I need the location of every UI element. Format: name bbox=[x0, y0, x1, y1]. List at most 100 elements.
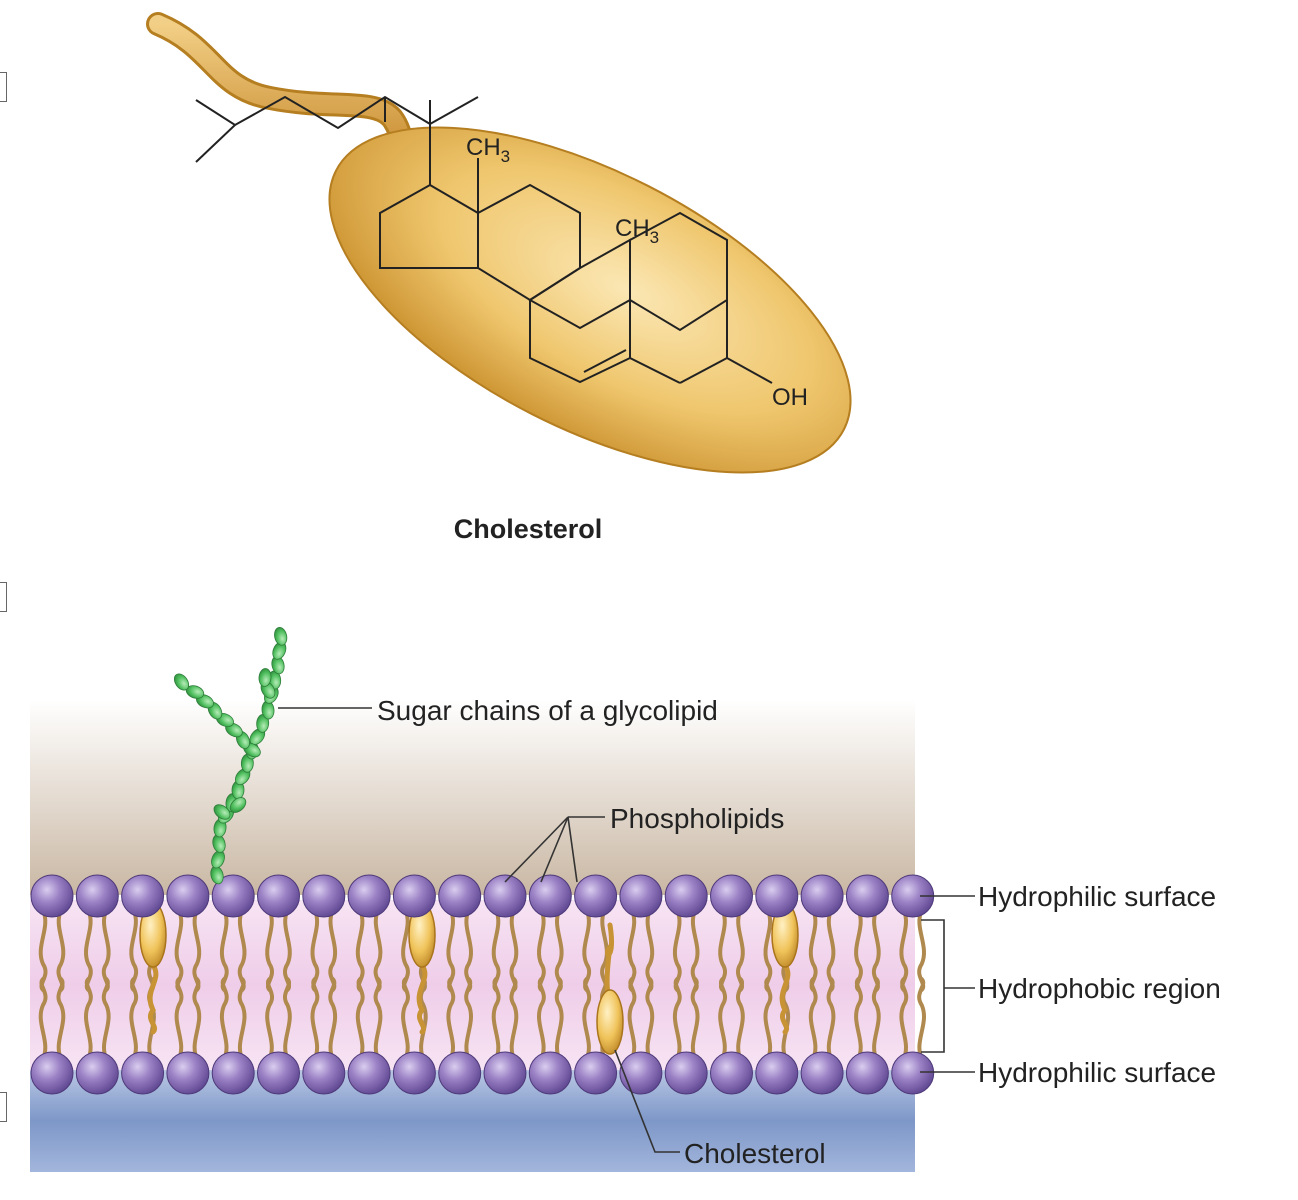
phospholipid-tail bbox=[899, 977, 909, 1061]
phospholipid-head bbox=[664, 874, 708, 918]
phospholipid-tail bbox=[310, 977, 320, 1061]
phospholipid-head bbox=[800, 1051, 844, 1095]
phospholipid-head bbox=[211, 1051, 255, 1095]
phospholipid-head bbox=[302, 874, 346, 918]
phospholipid-head bbox=[574, 1051, 618, 1095]
phospholipid-head bbox=[891, 1051, 935, 1095]
phospholipid-head bbox=[755, 1051, 799, 1095]
cholesterol-molecule: CH3 CH3 OH bbox=[146, 12, 852, 474]
phospholipid-tail bbox=[582, 977, 592, 1061]
phospholipid-tail bbox=[627, 977, 637, 1061]
methyl-group-middle: CH3 bbox=[615, 215, 659, 247]
phospholipid-head bbox=[347, 1051, 391, 1095]
hydroxyl-group: OH bbox=[772, 384, 808, 411]
sugar-residue bbox=[213, 804, 231, 820]
phospholipid-head bbox=[574, 874, 618, 918]
phospholipid-tail bbox=[56, 977, 66, 1061]
label-hydrophilic-surface-top: Hydrophilic surface bbox=[978, 881, 1216, 912]
label-hydrophobic-region: Hydrophobic region bbox=[978, 973, 1221, 1004]
phospholipid-tail bbox=[401, 977, 410, 1061]
phospholipid-tail bbox=[84, 977, 93, 1061]
label-sugar-chains: Sugar chains of a glycolipid bbox=[377, 695, 718, 726]
phospholipid-tail bbox=[446, 977, 456, 1061]
phospholipid-head bbox=[755, 874, 799, 918]
phospholipid-tail bbox=[645, 977, 655, 1061]
phospholipid-tail bbox=[735, 977, 745, 1061]
phospholipid-head bbox=[483, 1051, 527, 1095]
phospholipid-head bbox=[166, 1051, 210, 1095]
phospholipid-tail bbox=[328, 977, 338, 1061]
phospholipid-tail bbox=[373, 977, 383, 1061]
phospholipid-head bbox=[710, 1051, 753, 1095]
phospholipid-tail bbox=[38, 977, 48, 1061]
phospholipid-head bbox=[438, 1051, 482, 1095]
phospholipid-tail bbox=[537, 977, 546, 1061]
membrane-labels bbox=[278, 707, 975, 1153]
phospholipid-head bbox=[75, 1051, 119, 1095]
sugar-residue bbox=[229, 797, 247, 813]
phospholipid-tail bbox=[917, 977, 926, 1061]
phospholipid-head bbox=[121, 1051, 165, 1095]
phospholipid-head bbox=[528, 1051, 572, 1095]
phospholipid-tail bbox=[219, 977, 229, 1061]
phospholipid-tail bbox=[808, 977, 818, 1061]
membrane-diagram bbox=[30, 627, 935, 1172]
skeletal-formula bbox=[195, 95, 773, 384]
phospholipid-head bbox=[392, 1051, 436, 1095]
phospholipid-tail bbox=[174, 977, 184, 1061]
phospholipid-head bbox=[347, 874, 391, 918]
phospholipid-tail bbox=[672, 977, 682, 1061]
label-phospholipids: Phospholipids bbox=[610, 803, 784, 834]
phospholipid-tail bbox=[464, 977, 473, 1061]
membrane-cholesterol bbox=[596, 989, 624, 1055]
phospholipid-head bbox=[800, 874, 844, 918]
phospholipid-tail bbox=[763, 977, 773, 1061]
phospholipid-head bbox=[845, 1051, 889, 1095]
phospholipid-head bbox=[845, 874, 889, 918]
phospholipid-tail bbox=[718, 977, 728, 1061]
phospholipid-tail bbox=[129, 977, 139, 1061]
phospholipid-tail bbox=[192, 977, 202, 1061]
phospholipid-head bbox=[710, 874, 753, 918]
extracellular-background bbox=[30, 700, 915, 895]
phospholipid-head bbox=[528, 874, 572, 918]
phospholipid-tail bbox=[509, 977, 519, 1061]
phospholipid-tail bbox=[265, 977, 275, 1061]
cholesterol-tail bbox=[147, 962, 159, 1035]
sugar-residue bbox=[274, 627, 288, 646]
label-hydrophilic-surface-bottom: Hydrophilic surface bbox=[978, 1057, 1216, 1088]
phospholipid-head bbox=[664, 1051, 708, 1095]
phospholipid-head bbox=[166, 874, 210, 918]
phospholipid-tail bbox=[355, 977, 365, 1061]
phospholipid-head bbox=[257, 874, 300, 918]
edge-tab-bottom bbox=[0, 1092, 7, 1122]
edge-tab-middle bbox=[0, 582, 7, 612]
label-cholesterol-in-membrane: Cholesterol bbox=[684, 1138, 826, 1169]
phospholipid-head bbox=[121, 874, 165, 918]
phospholipid-tail bbox=[237, 977, 247, 1061]
phospholipid-head bbox=[75, 874, 119, 918]
phospholipid-tail bbox=[101, 977, 111, 1061]
phospholipid-head bbox=[257, 1051, 300, 1095]
edge-tab-top bbox=[0, 72, 7, 102]
phospholipid-tail bbox=[871, 977, 881, 1061]
phospholipid-head bbox=[392, 874, 436, 918]
methyl-group-top: CH3 bbox=[466, 134, 510, 166]
sugar-residue bbox=[173, 673, 190, 691]
phospholipid-tail bbox=[690, 977, 700, 1061]
sugar-residue bbox=[258, 668, 272, 687]
phospholipid-head bbox=[438, 874, 482, 918]
cholesterol-tail bbox=[779, 962, 791, 1035]
phospholipid-tail bbox=[491, 977, 501, 1061]
phospholipid-head bbox=[30, 874, 74, 918]
steroid-capsule bbox=[328, 126, 852, 474]
cholesterol-tail bbox=[416, 962, 428, 1035]
phospholipid-head bbox=[302, 1051, 346, 1095]
phospholipid-head bbox=[619, 1051, 663, 1095]
phospholipid-head bbox=[619, 874, 663, 918]
molecule-title: Cholesterol bbox=[454, 514, 603, 544]
phospholipid-tail bbox=[854, 977, 863, 1061]
phospholipid-tail bbox=[554, 977, 564, 1061]
phospholipid-head bbox=[211, 874, 255, 918]
